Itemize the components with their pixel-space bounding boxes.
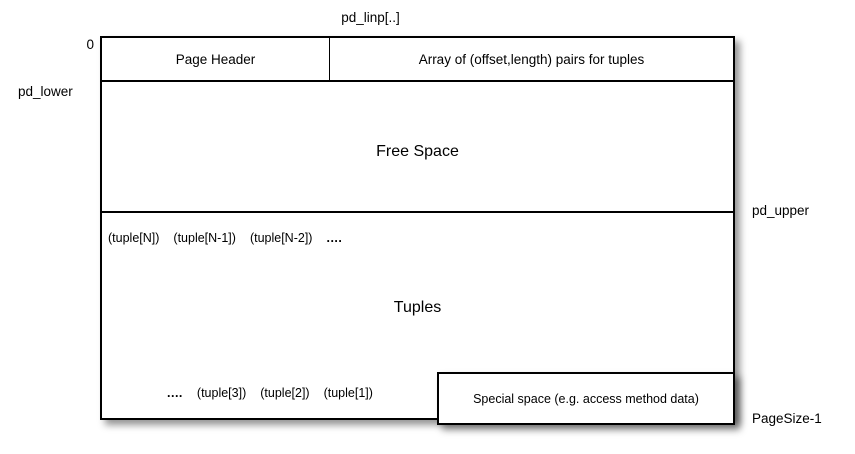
tuples-bottom-row: .... (tuple[3]) (tuple[2]) (tuple[1]) xyxy=(167,387,387,400)
label-pd-upper: pd_upper xyxy=(752,203,810,218)
free-space-label: Free Space xyxy=(376,143,459,160)
page-header-cell: Page Header xyxy=(102,38,330,80)
page-header-row: Page Header Array of (offset,length) pai… xyxy=(102,38,733,82)
page-box: Page Header Array of (offset,length) pai… xyxy=(100,36,735,420)
label-page-size: PageSize-1 xyxy=(752,411,822,426)
tuple-entry: (tuple[N-1]) xyxy=(173,231,236,245)
free-space-region: Free Space xyxy=(102,82,733,213)
special-space-box: Special space (e.g. access method data) xyxy=(437,372,735,425)
tuple-entry: (tuple[2]) xyxy=(260,386,310,400)
tuple-entry: .... xyxy=(326,231,343,245)
tuple-entry: .... xyxy=(167,386,183,400)
tuple-entry: (tuple[1]) xyxy=(323,386,373,400)
tuple-entry: (tuple[3]) xyxy=(196,386,247,400)
tuples-top-row: (tuple[N]) (tuple[N-1]) (tuple[N-2]).... xyxy=(108,232,356,245)
tuple-entry: (tuple[N]) xyxy=(108,231,160,245)
label-pd-linp: pd_linp[..] xyxy=(341,10,400,25)
tuples-label: Tuples xyxy=(393,299,442,316)
line-pointer-array-cell: Array of (offset,length) pairs for tuple… xyxy=(418,51,645,67)
label-offset-zero: 0 xyxy=(86,37,94,52)
tuple-entry: (tuple[N-2]) xyxy=(249,231,313,245)
label-pd-lower: pd_lower xyxy=(18,84,73,99)
tuples-region: (tuple[N]) (tuple[N-1]) (tuple[N-2]).... T… xyxy=(102,213,733,418)
